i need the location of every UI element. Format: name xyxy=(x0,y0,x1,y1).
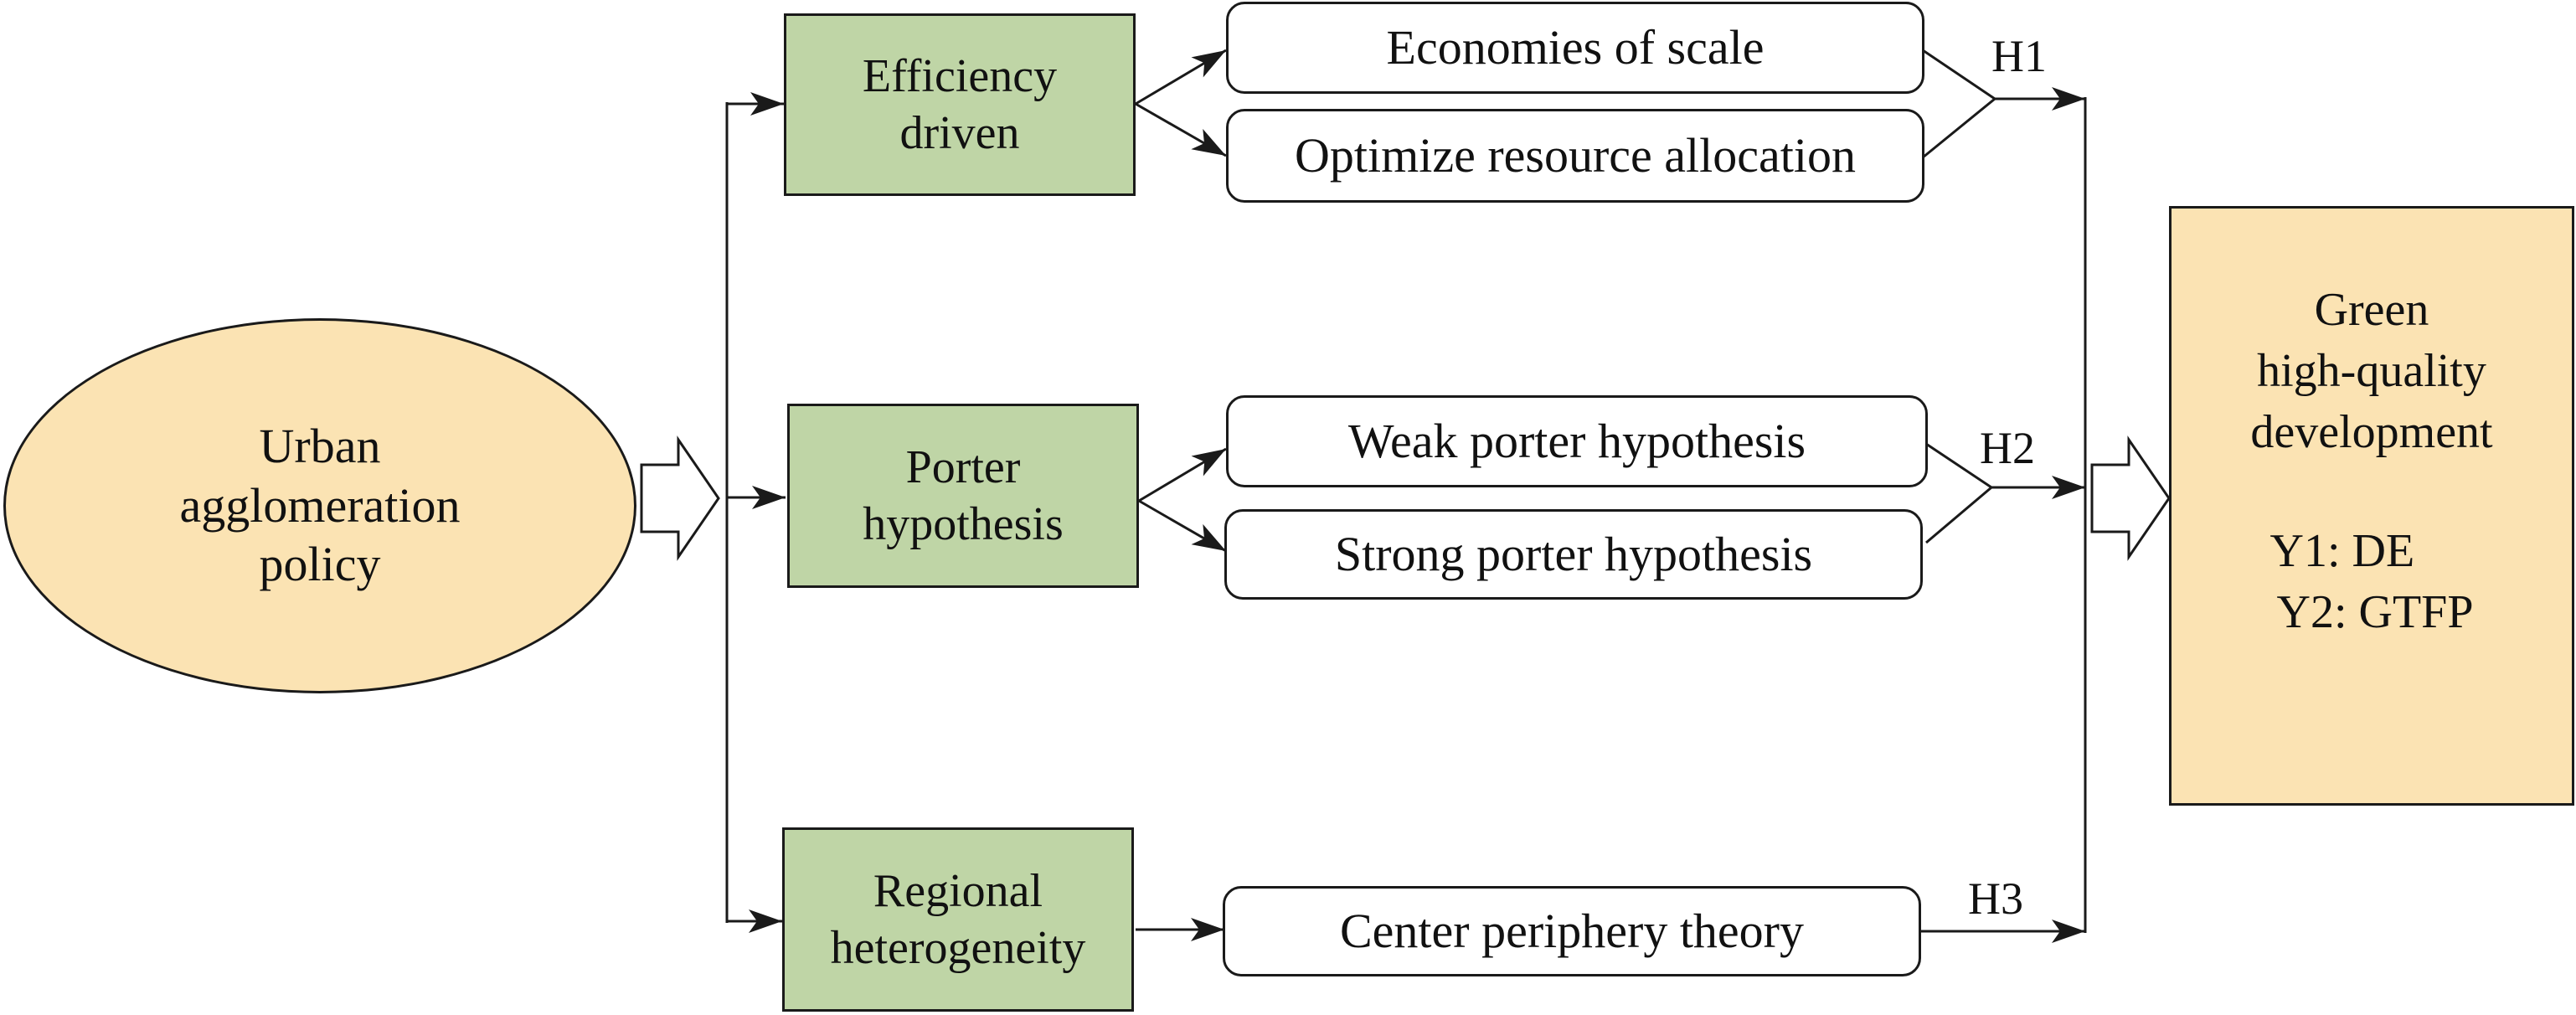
center-periphery-theory-box: Center periphery theory xyxy=(1223,886,1921,976)
porter-hypothesis-box: Porter hypothesis xyxy=(787,404,1139,588)
porter-label: Porter hypothesis xyxy=(863,441,1064,550)
regional-label: Regional heterogeneity xyxy=(830,864,1086,974)
y1-label: Y1: DE xyxy=(2269,525,2415,578)
optimize-resource-allocation-box: Optimize resource allocation xyxy=(1226,109,1924,203)
h1-label: H1 xyxy=(1991,31,2047,81)
regional-heterogeneity-box: Regional heterogeneity xyxy=(782,827,1134,1012)
urban-agglomeration-policy: Urban agglomeration policy xyxy=(3,318,636,693)
green-high-quality-development-box: Green high-quality development Y1: DE Y2… xyxy=(2169,206,2574,806)
efficiency-label: Efficiency driven xyxy=(862,49,1058,159)
h3-label: H3 xyxy=(1968,873,2023,924)
center-label: Center periphery theory xyxy=(1339,903,1804,958)
weak-porter-hypothesis-box: Weak porter hypothesis xyxy=(1226,395,1928,487)
strong-label: Strong porter hypothesis xyxy=(1334,526,1813,581)
policy-label: Urban agglomeration policy xyxy=(179,418,461,592)
arrow-to-scale xyxy=(1135,49,1227,106)
outcome-title: Green high-quality development xyxy=(2250,284,2493,458)
resource-label: Optimize resource allocation xyxy=(1295,127,1856,183)
arrow-to-strong xyxy=(1138,499,1227,553)
economies-of-scale-box: Economies of scale xyxy=(1226,2,1924,94)
strong-porter-hypothesis-box: Strong porter hypothesis xyxy=(1224,509,1923,600)
h1-merge xyxy=(1922,49,1997,159)
weak-label: Weak porter hypothesis xyxy=(1347,413,1806,468)
y2-label: Y2: GTFP xyxy=(2276,586,2474,639)
arrow-to-resource xyxy=(1135,102,1227,157)
outcome-indicators: Y1: DE Y2: GTFP xyxy=(2270,521,2474,643)
efficiency-driven-box: Efficiency driven xyxy=(784,13,1136,196)
scale-label: Economies of scale xyxy=(1386,19,1765,75)
arrow-to-weak xyxy=(1138,447,1227,502)
policy-block-arrow xyxy=(640,435,720,561)
h2-label: H2 xyxy=(1980,423,2035,473)
outcome-block-arrow xyxy=(2090,435,2171,561)
